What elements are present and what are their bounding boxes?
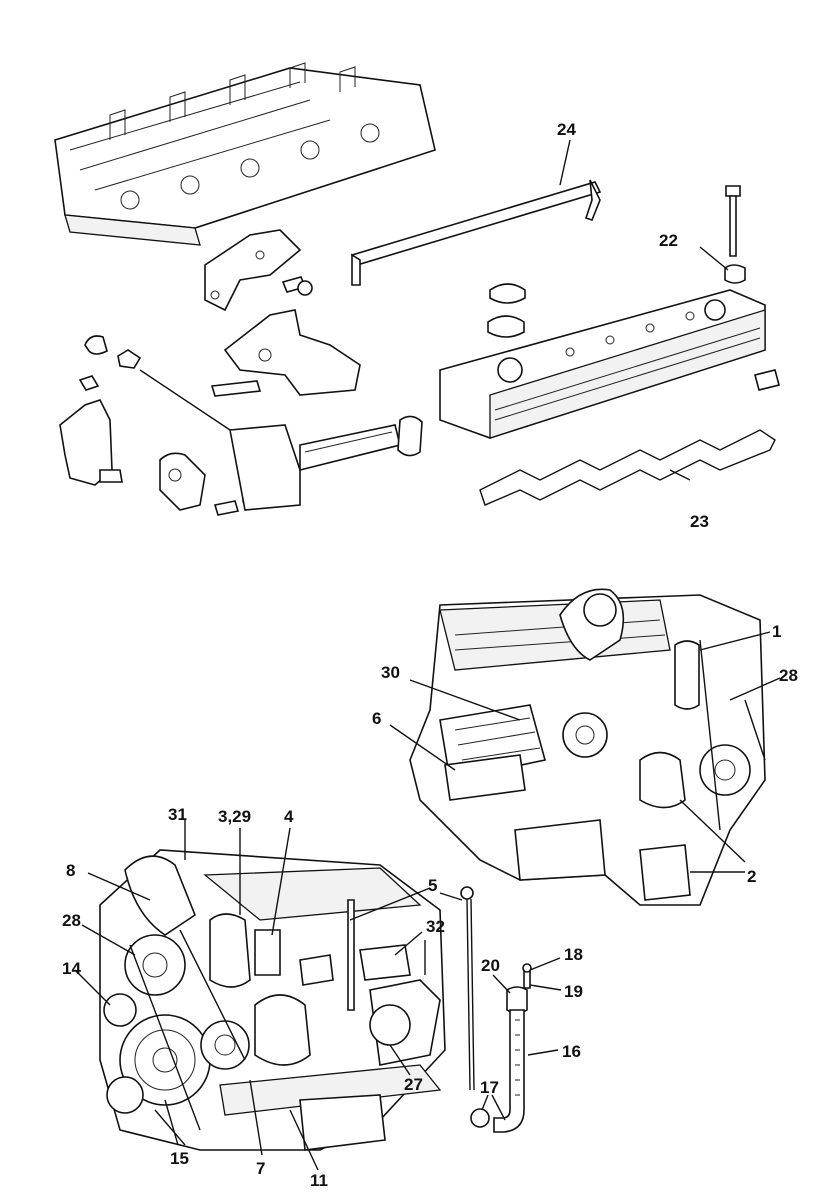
label-4: 4 bbox=[284, 807, 294, 826]
label-15: 15 bbox=[170, 1149, 189, 1168]
label-24: 24 bbox=[557, 120, 576, 139]
label-14: 14 bbox=[62, 959, 81, 978]
mounting-brackets bbox=[204, 229, 361, 397]
engine-right-view bbox=[409, 588, 766, 906]
label-31: 31 bbox=[168, 805, 187, 824]
label-17: 17 bbox=[480, 1078, 499, 1097]
label-27: 27 bbox=[404, 1075, 423, 1094]
label-32: 32 bbox=[426, 917, 445, 936]
label-16: 16 bbox=[562, 1042, 581, 1061]
part-16-guide-tube bbox=[470, 963, 532, 1133]
label-28-left: 28 bbox=[62, 911, 81, 930]
part-23-gasket bbox=[479, 429, 776, 506]
valve-cover bbox=[439, 283, 780, 439]
engine-left-view bbox=[99, 849, 446, 1151]
water-connection-parts bbox=[59, 335, 258, 516]
label-23: 23 bbox=[690, 512, 709, 531]
label-30: 30 bbox=[381, 663, 400, 682]
label-19: 19 bbox=[564, 982, 583, 1001]
label-1: 1 bbox=[772, 622, 782, 641]
part-24-rail bbox=[350, 179, 602, 286]
label-22: 22 bbox=[659, 231, 678, 250]
label-20: 20 bbox=[481, 956, 500, 975]
label-5: 5 bbox=[428, 876, 438, 895]
label-8: 8 bbox=[66, 861, 76, 880]
label-18: 18 bbox=[564, 945, 583, 964]
label-6: 6 bbox=[372, 709, 382, 728]
part-22-bolt bbox=[724, 185, 746, 284]
label-11: 11 bbox=[310, 1171, 328, 1190]
label-3-29: 3,29 bbox=[218, 807, 252, 826]
cooler-assembly bbox=[229, 415, 423, 511]
label-28-right: 28 bbox=[779, 666, 798, 685]
part-5-dipstick bbox=[347, 886, 475, 1091]
cylinder-head bbox=[54, 62, 436, 246]
leader-lines bbox=[74, 139, 781, 1171]
label-2: 2 bbox=[747, 867, 757, 886]
label-7: 7 bbox=[256, 1159, 266, 1178]
